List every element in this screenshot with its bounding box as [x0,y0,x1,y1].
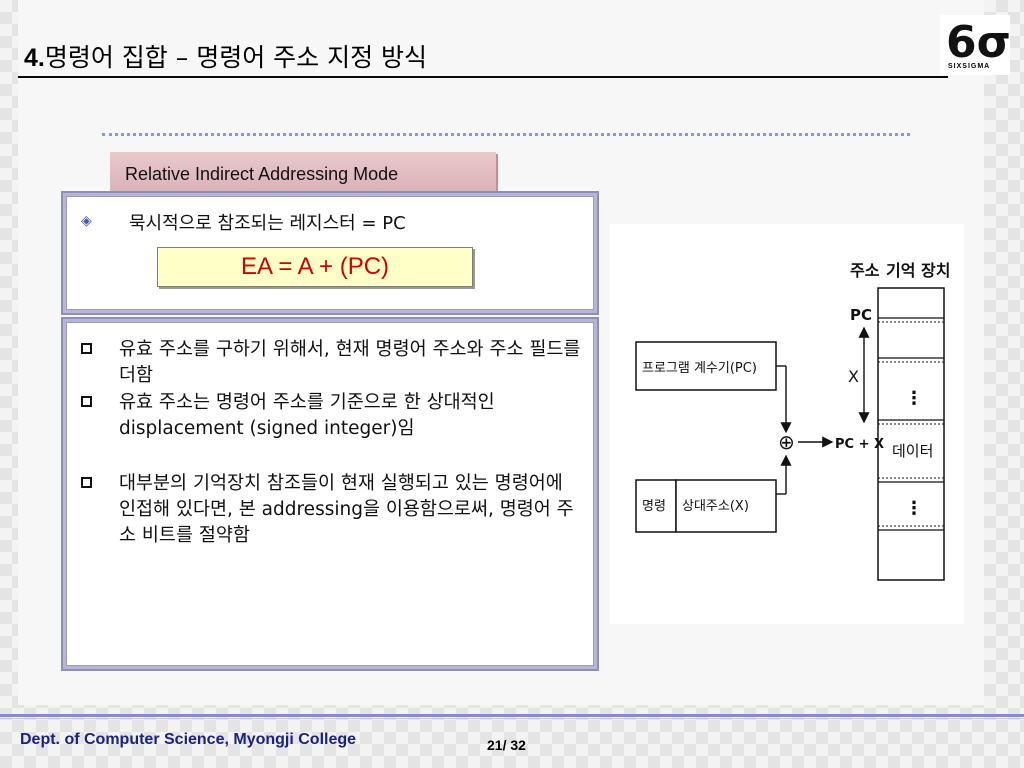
bullet-text: 유효 주소를 구하기 위해서, 현재 명령어 주소와 주소 필드를 더함 [119,339,581,386]
checkbox-bullet-icon [81,477,92,488]
diagram-svg: 주소 기억 장치 ⋮ ⋮ 데이터 PC X 프로그램 계수기(PC) ⊕ PC … [635,261,950,581]
slide-title: 4.명령어 집합 – 명령어 주소 지정 방식 [24,38,427,74]
logo-text: SIXSIGMA [948,63,991,70]
data-cell-label: 데이터 [892,442,933,460]
footer-rule [0,714,1024,717]
formula-box: EA = A + (PC) [157,247,473,287]
pc-label: PC [850,306,872,324]
opcode-field-box [635,479,677,533]
dotted-divider [102,133,910,136]
logo-mark-icon: 6σ [946,17,1011,68]
header-memory: 기억 장치 [886,261,950,280]
sixsigma-logo: 6σ SIXSIGMA [940,15,1011,75]
memory-ellipsis: ⋮ [905,388,923,409]
pc-register-label: 프로그램 계수기(PC) [642,361,757,376]
footer-rule-thin [0,718,1024,719]
header-address: 주소 [850,261,880,280]
mode-label-box: Relative Indirect Addressing Mode [110,152,496,196]
title-rule [18,76,948,78]
bullet-text: 유효 주소는 명령어 주소를 기준으로 한 상대적인 displacement … [119,392,495,439]
memory-column [877,287,945,581]
addressing-diagram: 주소 기억 장치 ⋮ ⋮ 데이터 PC X 프로그램 계수기(PC) ⊕ PC … [610,224,964,624]
checkbox-bullet-icon [81,396,92,407]
x-label: X [848,367,859,386]
register-box: ◈ 묵시적으로 참조되는 레지스터 = PC EA = A + (PC) [66,196,594,310]
opcode-field-label: 명령 [642,499,666,514]
address-field-label: 상대주소(X) [682,499,749,514]
description-box: 유효 주소를 구하기 위해서, 현재 명령어 주소와 주소 필드를 더함 유효 … [66,322,594,666]
logo-mark: 6σ [946,17,1010,63]
title-text: 명령어 집합 – 명령어 주소 지정 방식 [44,43,428,72]
bullet-text: 대부분의 기억장치 참조들이 현재 실행되고 있는 명령어에 인접해 있다면, … [119,473,574,546]
mode-label: Relative Indirect Addressing Mode [125,164,399,184]
memory-ellipsis: ⋮ [905,498,923,519]
checkbox-bullet-icon [81,343,92,354]
footer-department: Dept. of Computer Science, Myongji Colle… [20,731,357,748]
page-number: 21/ 32 [487,737,526,753]
diamond-bullet-icon: ◈ [81,213,92,229]
title-number: 4. [24,44,45,72]
sum-label: PC + X [835,437,884,452]
address-field-box [675,479,777,533]
register-line: 묵시적으로 참조되는 레지스터 = PC [129,213,406,234]
adder-symbol: ⊕ [778,430,795,454]
pc-register-box [635,341,777,391]
